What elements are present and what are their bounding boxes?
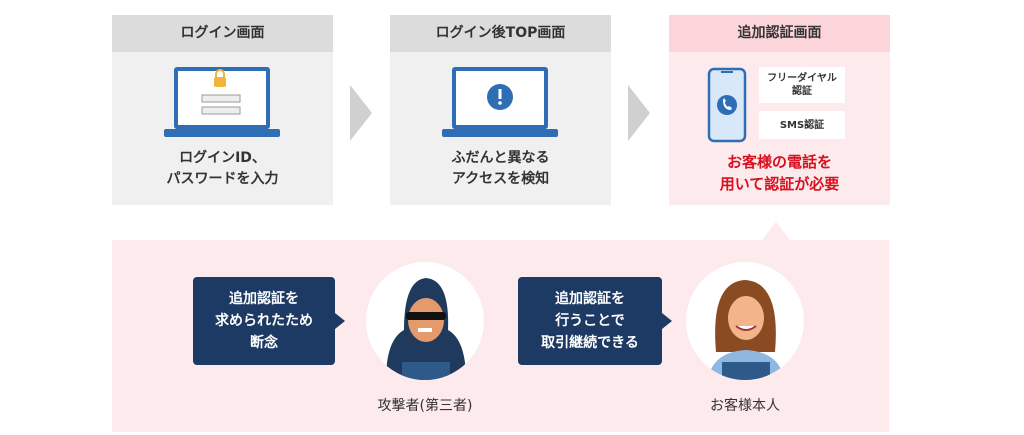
arrow-right-icon <box>350 85 372 141</box>
laptop-lock-icon <box>164 67 280 137</box>
option-sms-auth: SMS認証 <box>759 111 845 139</box>
attacker-speech-bubble: 追加認証を求められたため断念 <box>193 277 345 365</box>
caption-line: お客様の電話を <box>726 153 832 171</box>
caption-line: ふだんと異なる <box>451 150 550 166</box>
caption-line: パスワードを入力 <box>166 171 279 187</box>
customer-avatar <box>686 262 804 380</box>
step-top: ログイン後TOP画面 ふだんと異なるアクセスを検知 <box>390 15 611 205</box>
step-caption: お客様の電話を用いて認証が必要 <box>669 151 890 195</box>
message-line: 取引継続できる <box>541 335 639 351</box>
smartphone-call-icon <box>707 67 747 143</box>
attacker-avatar <box>366 262 484 380</box>
step-title: ログイン後TOP画面 <box>390 15 611 52</box>
caption-line: 用いて認証が必要 <box>719 175 840 193</box>
step-title: 追加認証画面 <box>669 15 890 52</box>
customer-speech-bubble: 追加認証を行うことで取引継続できる <box>518 277 672 365</box>
attacker-label: 攻撃者(第三者) <box>377 398 473 414</box>
step-login: ログイン画面 ログインID、パスワードを入力 <box>112 15 333 205</box>
step-title: ログイン画面 <box>112 15 333 52</box>
message-line: 行うことで <box>555 313 625 329</box>
option-freedial-auth: フリーダイヤル認証 <box>759 67 845 103</box>
message-line: 求められたため <box>215 313 313 329</box>
step-additional-auth: 追加認証画面 フリーダイヤル認証 SMS認証 お客様の電話を用いて認証が必要 <box>669 15 890 205</box>
message-line: 断念 <box>250 335 278 351</box>
step-caption: ログインID、パスワードを入力 <box>112 148 333 190</box>
option-label: 認証 <box>791 86 812 97</box>
customer-label: お客様本人 <box>710 398 780 414</box>
message-line: 追加認証を <box>229 291 299 307</box>
customer-woman-icon <box>708 280 784 380</box>
caption-line: ログインID、 <box>179 150 266 166</box>
caption-line: アクセスを検知 <box>451 171 550 187</box>
panel-pointer <box>762 222 790 240</box>
laptop-alert-icon <box>442 67 558 137</box>
arrow-right-icon <box>628 85 650 141</box>
hooded-attacker-icon <box>386 278 466 380</box>
option-label: フリーダイヤル <box>767 73 837 84</box>
message-line: 追加認証を <box>554 291 625 307</box>
step-caption: ふだんと異なるアクセスを検知 <box>390 148 611 190</box>
